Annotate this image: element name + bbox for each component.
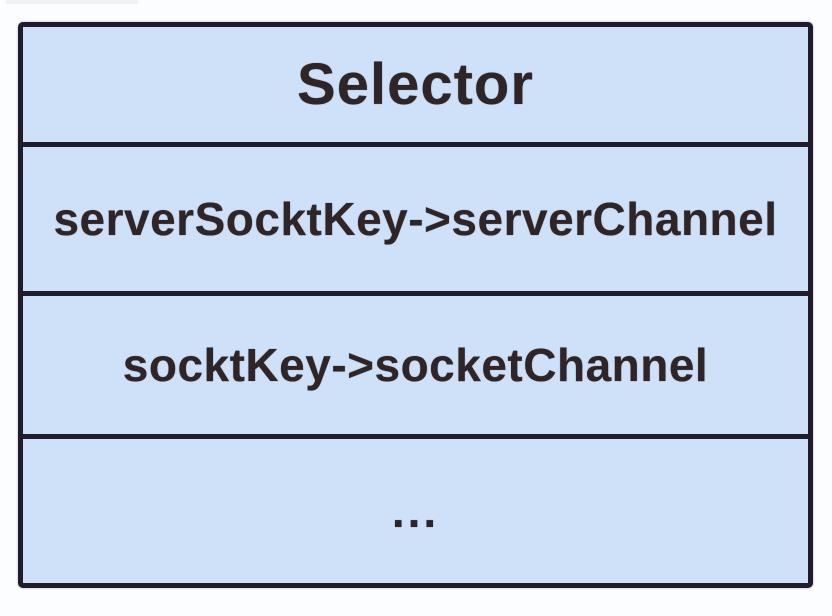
ellipsis-label: ... [391, 485, 440, 537]
selector-title-row: Selector [23, 27, 808, 142]
selector-title: Selector [297, 52, 534, 117]
ellipsis-row: ... [23, 434, 808, 583]
selector-box: Selector serverSocktKey->serverChannel s… [18, 22, 813, 588]
socket-key-mapping-label: socktKey->socketChannel [122, 339, 709, 391]
mapping-row-socket-channel: socktKey->socketChannel [23, 291, 808, 434]
mapping-row-server-channel: serverSocktKey->serverChannel [23, 142, 808, 291]
server-key-mapping-label: serverSocktKey->serverChannel [53, 193, 778, 245]
top-edge-artifact [6, 0, 138, 4]
